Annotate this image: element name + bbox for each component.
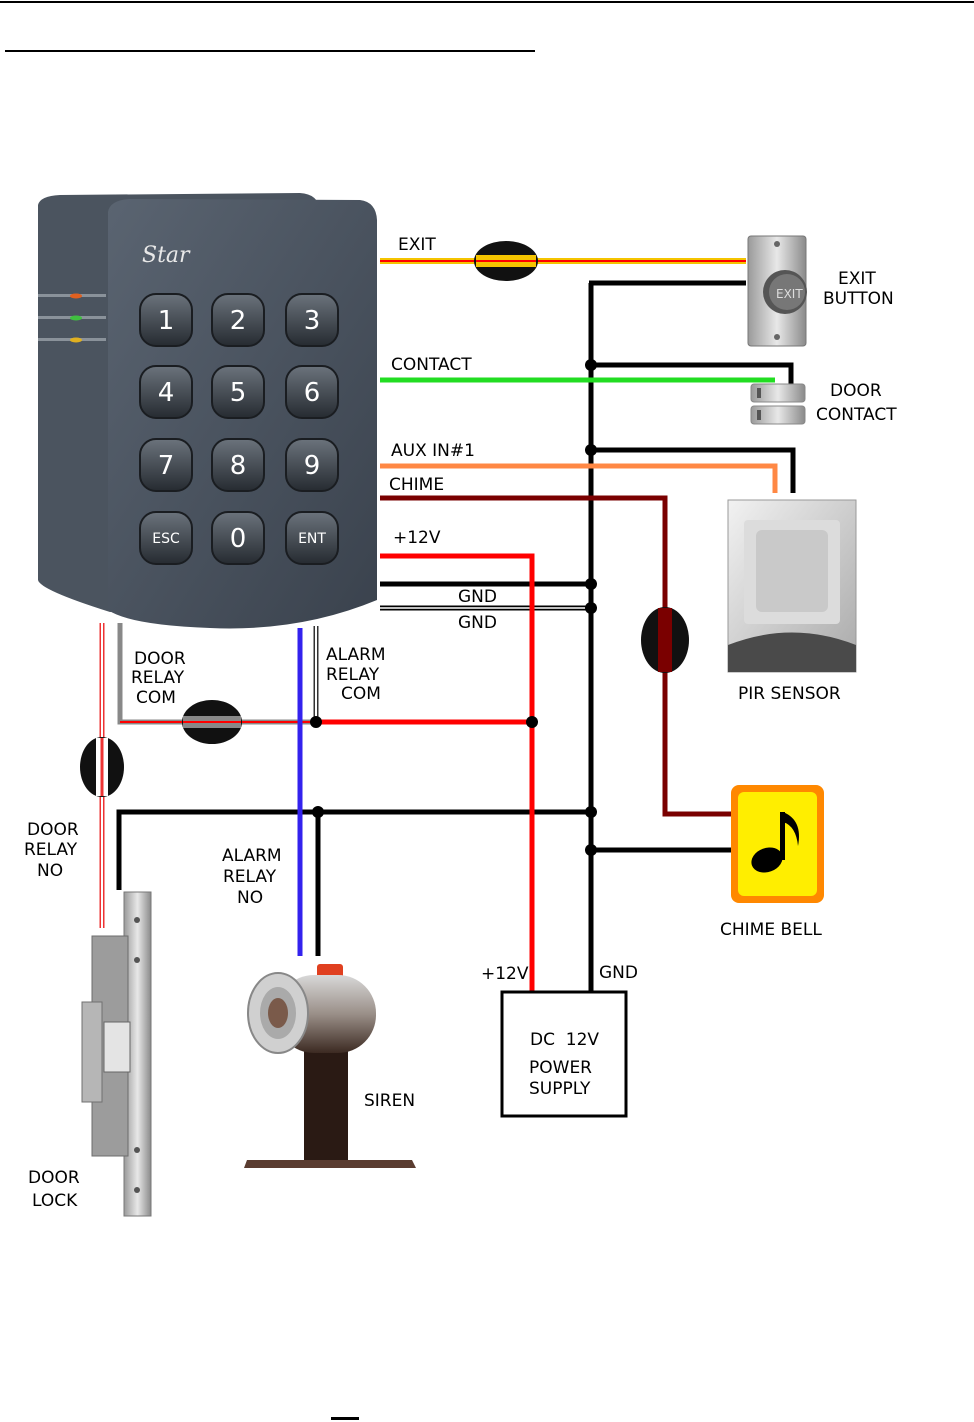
alarm-relay-no-label: ALARM RELAY NO	[222, 846, 282, 908]
door-relay-no-label: DOOR RELAY NO	[24, 820, 79, 881]
keypad-key[interactable]: 3	[286, 294, 338, 346]
siren-label: SIREN	[364, 1091, 415, 1111]
keypad-key[interactable]: 1	[140, 294, 192, 346]
svg-text:POWER: POWER	[529, 1058, 592, 1078]
svg-text:NO: NO	[37, 861, 63, 881]
svg-text:COM: COM	[136, 688, 176, 708]
svg-text:RELAY: RELAY	[326, 665, 380, 685]
keypad-key-label: 1	[158, 306, 175, 336]
svg-text:SUPPLY: SUPPLY	[529, 1079, 591, 1099]
keypad-key-label: 0	[230, 524, 247, 554]
exit-button-device: EXIT	[748, 236, 807, 346]
svg-text:RELAY: RELAY	[223, 867, 277, 887]
svg-text:RELAY: RELAY	[131, 668, 185, 688]
door-lock-device	[82, 892, 151, 1216]
svg-text:DOOR: DOOR	[134, 649, 186, 669]
plus12v-wire-label: +12V	[393, 528, 441, 548]
exit-wire-label: EXIT	[398, 235, 436, 255]
exit-button-face-text: EXIT	[776, 287, 803, 301]
siren-device	[244, 964, 416, 1168]
pir-sensor-label: PIR SENSOR	[738, 684, 841, 704]
aux-in-wire-label: AUX IN#1	[391, 441, 475, 461]
chime-wire-label: CHIME	[389, 475, 444, 495]
gnd2-wire-label: GND	[458, 613, 497, 633]
door-relay-com-connector	[182, 700, 242, 744]
page-number-mark	[331, 1417, 359, 1420]
alarm-relay-com-label: ALARM RELAY COM	[326, 645, 386, 704]
chime-bell-label: CHIME BELL	[720, 920, 822, 940]
keypad-key[interactable]: ENT	[286, 512, 338, 564]
keypad-key[interactable]: 7	[140, 439, 192, 491]
keypad-key-label: 2	[230, 306, 247, 336]
exit-button-label: EXIT BUTTON	[823, 269, 894, 309]
keypad-key-label: ENT	[298, 531, 326, 547]
keypad-key[interactable]: 8	[212, 439, 264, 491]
svg-text:COM: COM	[341, 684, 381, 704]
door-contact-device	[751, 384, 805, 424]
svg-text:ALARM: ALARM	[222, 846, 282, 866]
keypad-key-label: 3	[304, 306, 321, 336]
power-supply-label: DC 12V POWER SUPPLY	[529, 1030, 599, 1099]
svg-text:ALARM: ALARM	[326, 645, 386, 665]
keypad-key-label: 4	[158, 378, 175, 408]
contact-wire-label: CONTACT	[391, 355, 472, 375]
keypad-key[interactable]: 6	[286, 366, 338, 418]
door-relay-no-connector	[80, 737, 124, 797]
keypad-key[interactable]: 0	[212, 512, 264, 564]
svg-text:DOOR: DOOR	[27, 820, 79, 840]
svg-text:BUTTON: BUTTON	[823, 289, 894, 309]
gnd1-wire-label: GND	[458, 587, 497, 607]
keypad-key[interactable]: 2	[212, 294, 264, 346]
keypad-logo: Star	[142, 243, 191, 268]
svg-text:RELAY: RELAY	[24, 840, 78, 860]
psu-plus12v-label: +12V	[481, 964, 529, 984]
plus12v-wire	[380, 556, 532, 992]
svg-text:DC 12V: DC 12V	[530, 1030, 599, 1050]
svg-text:CONTACT: CONTACT	[816, 405, 897, 425]
chime-wire-connector	[641, 607, 689, 673]
psu-gnd-label: GND	[599, 963, 638, 983]
chime-bell-device	[731, 785, 824, 903]
keypad-key-label: 9	[304, 451, 321, 481]
door-lock-label: DOOR LOCK	[28, 1168, 80, 1211]
keypad-key[interactable]: ESC	[140, 512, 192, 564]
pir-sensor-device	[728, 500, 856, 672]
svg-text:NO: NO	[237, 888, 263, 908]
keypad-key-label: 5	[230, 378, 247, 408]
keypad-key[interactable]: 9	[286, 439, 338, 491]
door-lock-gnd-wire	[119, 812, 591, 890]
keypad-key-label: 8	[230, 451, 247, 481]
keypad-key-label: ESC	[152, 531, 180, 547]
door-relay-com-label: DOOR RELAY COM	[131, 649, 186, 708]
svg-text:DOOR: DOOR	[28, 1168, 80, 1188]
keypad-key[interactable]: 4	[140, 366, 192, 418]
svg-text:EXIT: EXIT	[838, 269, 876, 289]
svg-text:LOCK: LOCK	[32, 1191, 78, 1211]
keypad-key-label: 6	[304, 378, 321, 408]
gnd-pir-wire	[591, 450, 793, 493]
keypad-key-label: 7	[158, 451, 175, 481]
door-contact-label: DOOR CONTACT	[816, 381, 897, 425]
svg-text:DOOR: DOOR	[830, 381, 882, 401]
exit-wire-connector	[474, 241, 538, 281]
keypad-key[interactable]: 5	[212, 366, 264, 418]
